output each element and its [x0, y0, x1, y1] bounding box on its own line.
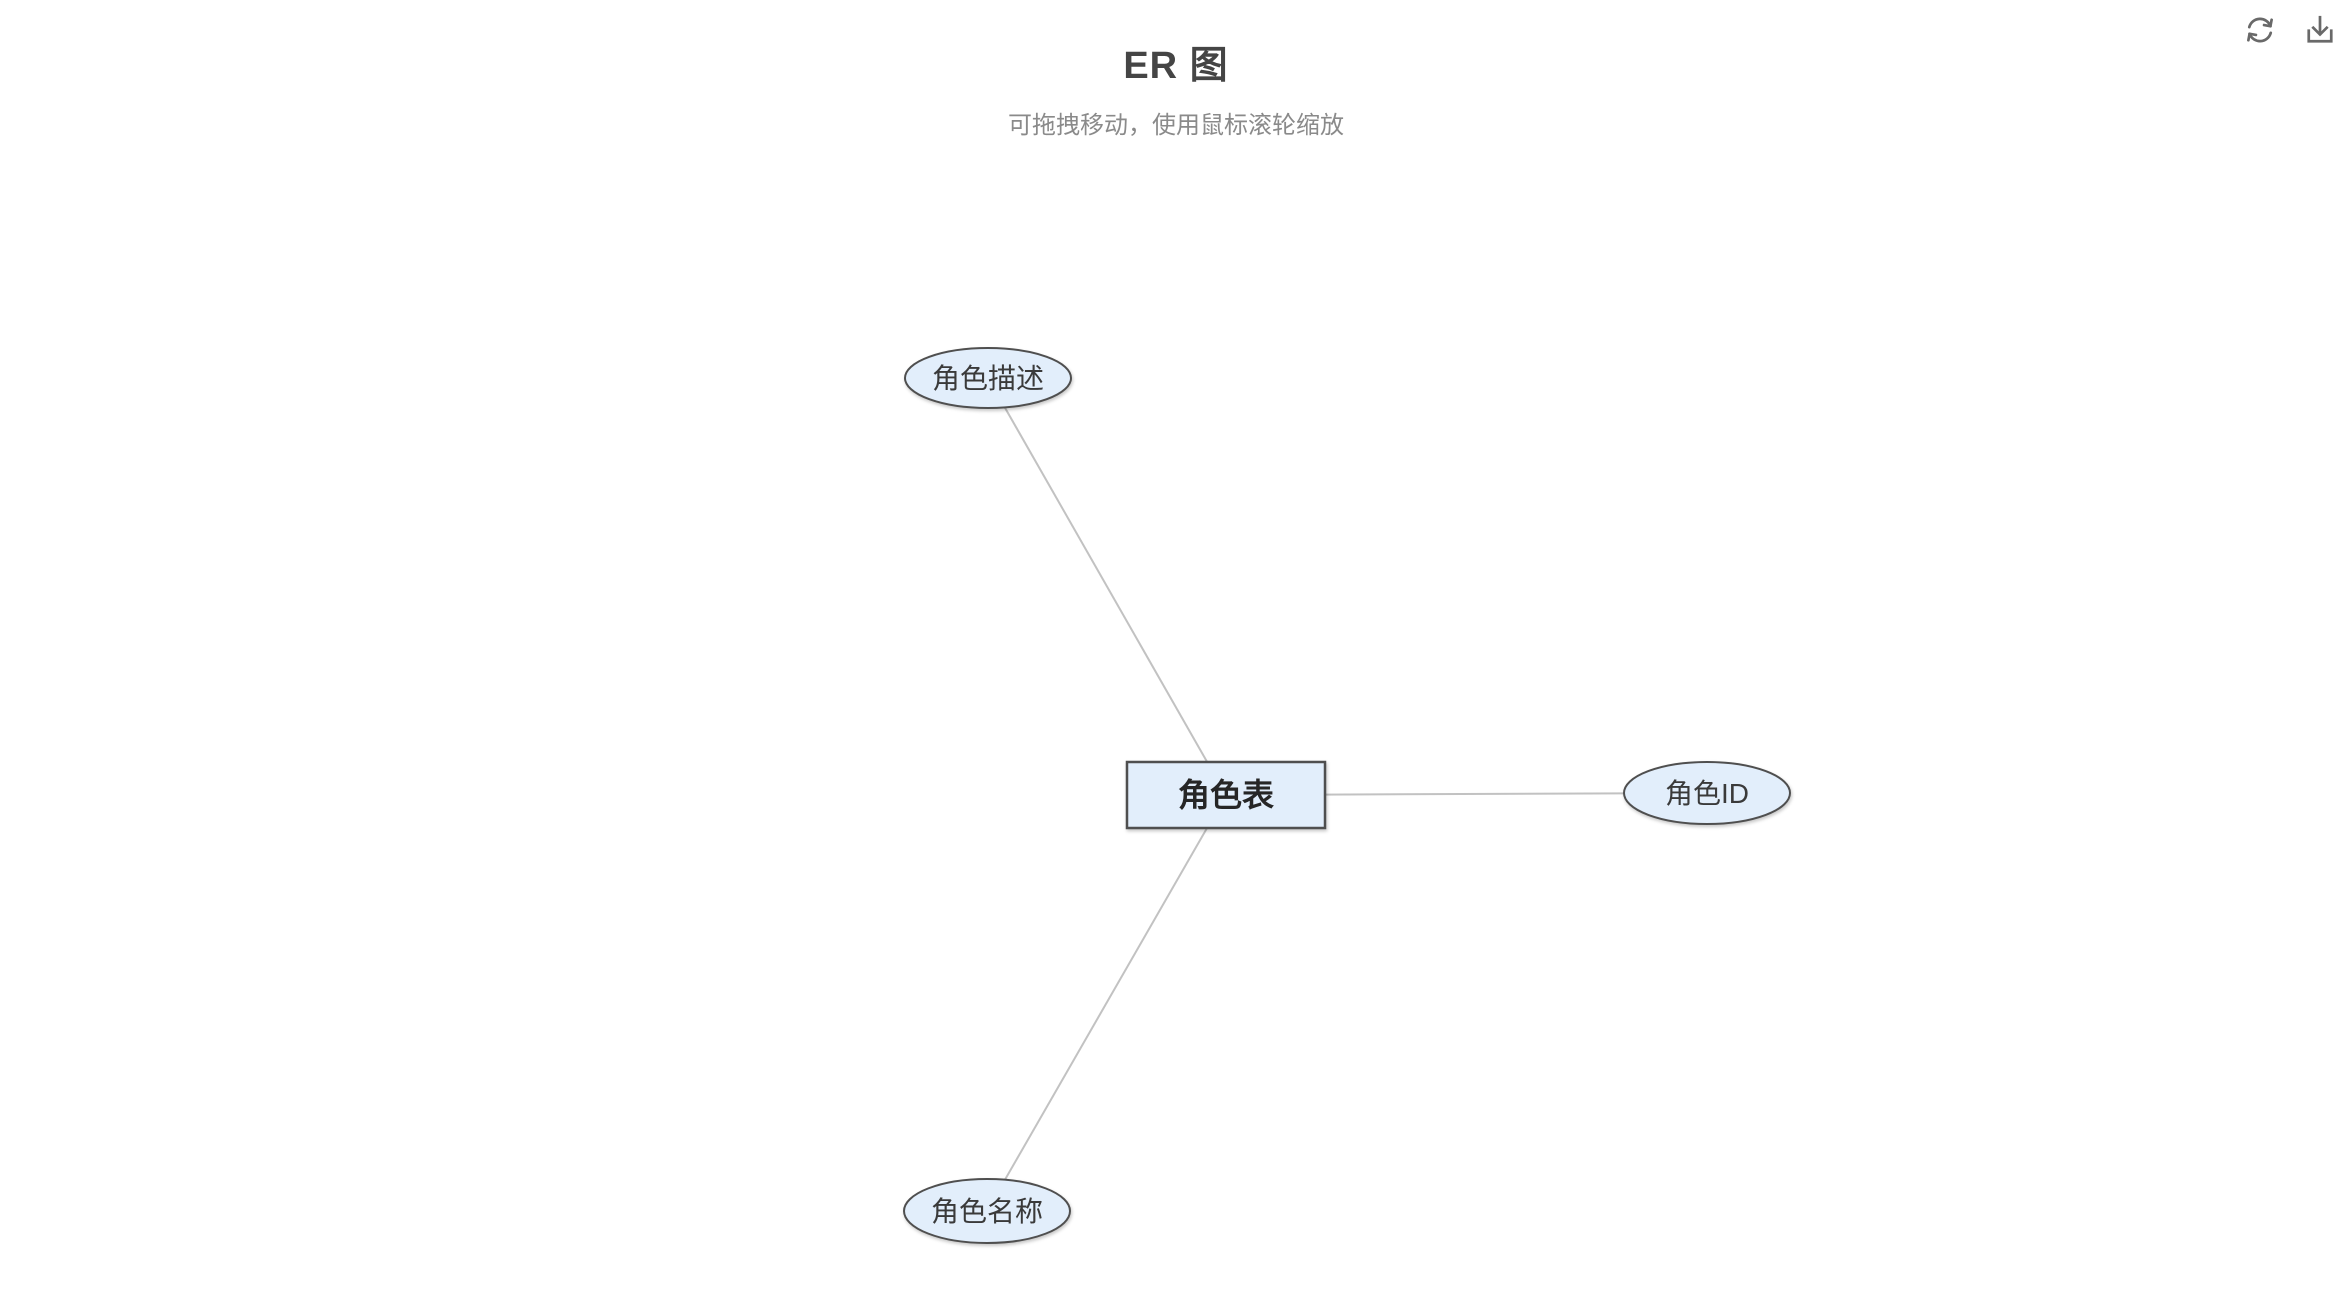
toolbar [2238, 8, 2342, 52]
refresh-button[interactable] [2238, 8, 2282, 52]
node-label-role-id: 角色ID [1665, 778, 1749, 809]
node-label-role-table: 角色表 [1178, 777, 1274, 813]
node-label-role-name: 角色名称 [931, 1196, 1043, 1227]
download-button[interactable] [2298, 8, 2342, 52]
attribute-shape [1623, 761, 1791, 825]
refresh-icon [2247, 17, 2273, 43]
er-node-role-id[interactable]: 角色ID [1623, 761, 1791, 825]
er-link-role-name--role-table [986, 794, 1227, 1212]
attribute-shape [904, 347, 1072, 409]
er-link-role-desc--role-table [987, 377, 1227, 796]
er-node-role-name[interactable]: 角色名称 [903, 1178, 1071, 1244]
er-node-role-desc[interactable]: 角色描述 [904, 347, 1072, 409]
er-node-role-table[interactable]: 角色表 [1125, 760, 1327, 830]
entity-shape [1125, 760, 1327, 830]
download-icon [2307, 15, 2333, 43]
attribute-shape [903, 1178, 1071, 1244]
node-label-role-desc: 角色描述 [932, 363, 1044, 394]
